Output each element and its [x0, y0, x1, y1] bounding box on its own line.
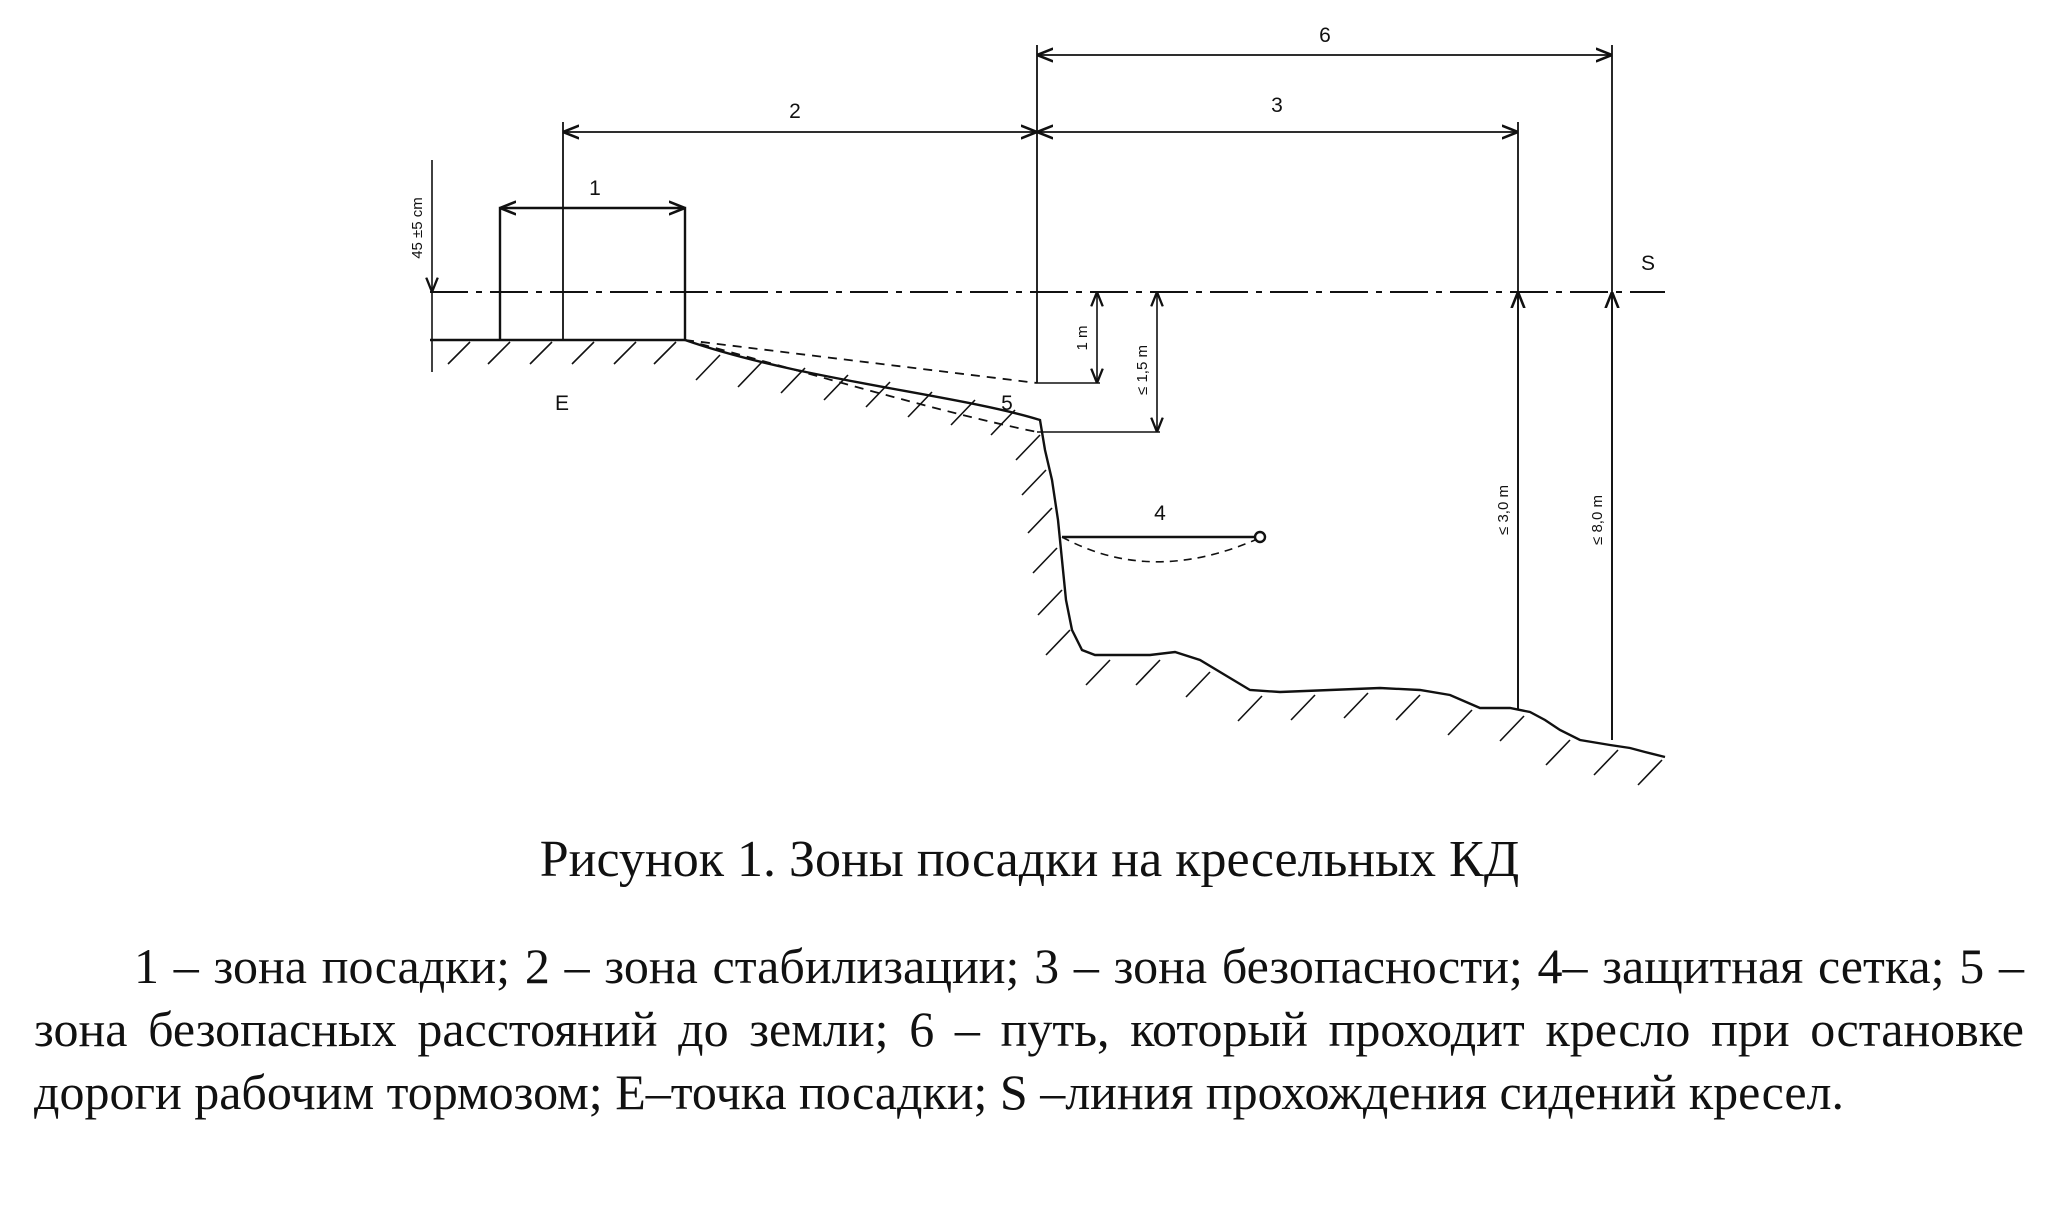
boarding-zone-box	[498, 206, 687, 340]
protective-net-end	[1253, 530, 1267, 544]
zone-label-5: 5	[1001, 392, 1013, 415]
line-label-s: S	[1641, 252, 1655, 275]
zone-label-3: 3	[1271, 94, 1283, 117]
protective-net-sag	[1061, 536, 1256, 563]
dim-label-1m: 1 m	[1074, 325, 1091, 350]
diagram-figure: 6 2 3 1 S E 5 4 45 ±5 cm 1 m ≤ 1,5 m ≤ 3…	[409, 24, 1666, 786]
dim-label-45cm: 45 ±5 cm	[409, 197, 426, 259]
boarding-zones-diagram: 6 2 3 1 S E 5 4 45 ±5 cm 1 m ≤ 1,5 m ≤ 3…	[409, 24, 1666, 786]
zone-label-4: 4	[1154, 502, 1166, 525]
zone-label-2: 2	[789, 100, 801, 123]
zone-label-6: 6	[1319, 24, 1331, 47]
safety-distance-line-upper	[684, 339, 1038, 384]
dim-label-15m: ≤ 1,5 m	[1134, 345, 1151, 395]
zone-label-1: 1	[589, 177, 601, 200]
point-label-e: E	[555, 392, 569, 415]
figure-caption: Рисунок 1. Зоны посадки на кресельных КД	[539, 831, 1520, 888]
ground-hatching	[447, 341, 1663, 786]
safety-distance-line-lower	[684, 339, 1038, 433]
ground-profile	[684, 338, 1666, 759]
dim-label-8m: ≤ 8,0 m	[1589, 495, 1606, 545]
figure-legend: 1 – зона посадки; 2 – зона стабилизации;…	[34, 938, 2024, 1120]
dim-label-3m: ≤ 3,0 m	[1495, 485, 1512, 535]
